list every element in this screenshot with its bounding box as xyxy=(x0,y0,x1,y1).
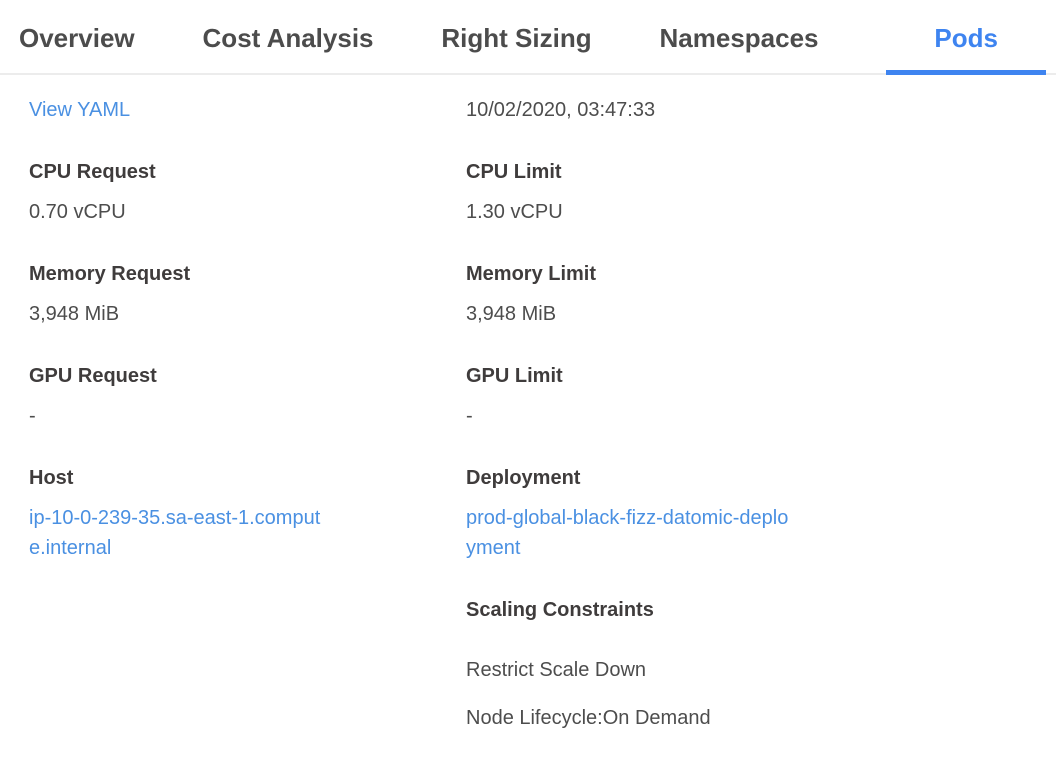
field-memory-request: Memory Request 3,948 MiB xyxy=(29,259,466,329)
field-cpu-request: CPU Request 0.70 vCPU xyxy=(29,157,466,227)
deployment-link[interactable]: prod-global-black-fizz-datomic-deploymen… xyxy=(466,507,789,559)
timestamp-row: 10/02/2020, 03:47:33 xyxy=(466,95,1056,125)
memory-limit-label: Memory Limit xyxy=(466,263,597,285)
host-label: Host xyxy=(29,467,74,489)
cpu-limit-value: 1.30 vCPU xyxy=(466,201,563,223)
field-memory-limit: Memory Limit 3,948 MiB xyxy=(466,259,1056,329)
tab-overview[interactable]: Overview xyxy=(19,23,135,53)
gpu-limit-label: GPU Limit xyxy=(466,365,563,387)
node-lifecycle-text: Node Lifecycle:On Demand xyxy=(466,707,711,729)
gpu-request-value: - xyxy=(29,405,36,427)
field-gpu-request: GPU Request - xyxy=(29,361,466,431)
pod-details-panel: View YAML CPU Request 0.70 vCPU Memory R… xyxy=(0,75,1056,765)
field-cpu-limit: CPU Limit 1.30 vCPU xyxy=(466,157,1056,227)
memory-limit-value: 3,948 MiB xyxy=(466,303,557,325)
cpu-request-value: 0.70 vCPU xyxy=(29,201,126,223)
field-deployment: Deployment prod-global-black-fizz-datomi… xyxy=(466,463,1056,563)
memory-request-label: Memory Request xyxy=(29,263,191,285)
deployment-label: Deployment xyxy=(466,467,581,489)
details-right-column: 10/02/2020, 03:47:33 CPU Limit 1.30 vCPU… xyxy=(466,95,1056,765)
host-link[interactable]: ip-10-0-239-35.sa-east-1.compute.interna… xyxy=(29,507,321,559)
view-yaml-row: View YAML xyxy=(29,95,466,125)
field-host: Host ip-10-0-239-35.sa-east-1.compute.in… xyxy=(29,463,466,563)
memory-request-value: 3,948 MiB xyxy=(29,303,120,325)
cpu-limit-label: CPU Limit xyxy=(466,161,562,183)
scaling-constraints-label: Scaling Constraints xyxy=(466,599,654,621)
tab-pods[interactable]: Pods xyxy=(886,23,1046,75)
gpu-limit-value: - xyxy=(466,405,473,427)
view-yaml-link[interactable]: View YAML xyxy=(29,99,131,121)
cpu-request-label: CPU Request xyxy=(29,161,156,183)
restrict-scale-down-text: Restrict Scale Down xyxy=(466,659,647,681)
tab-right-sizing[interactable]: Right Sizing xyxy=(441,23,592,53)
field-scaling-constraints: Scaling Constraints Restrict Scale Down … xyxy=(466,595,1056,733)
tab-cost-analysis[interactable]: Cost Analysis xyxy=(202,23,374,53)
details-left-column: View YAML CPU Request 0.70 vCPU Memory R… xyxy=(29,95,466,765)
field-gpu-limit: GPU Limit - xyxy=(466,361,1056,431)
last-updated-timestamp: 10/02/2020, 03:47:33 xyxy=(466,99,656,121)
tab-bar: Overview Cost Analysis Right Sizing Name… xyxy=(0,0,1056,75)
tab-namespaces[interactable]: Namespaces xyxy=(659,23,819,53)
gpu-request-label: GPU Request xyxy=(29,365,157,387)
